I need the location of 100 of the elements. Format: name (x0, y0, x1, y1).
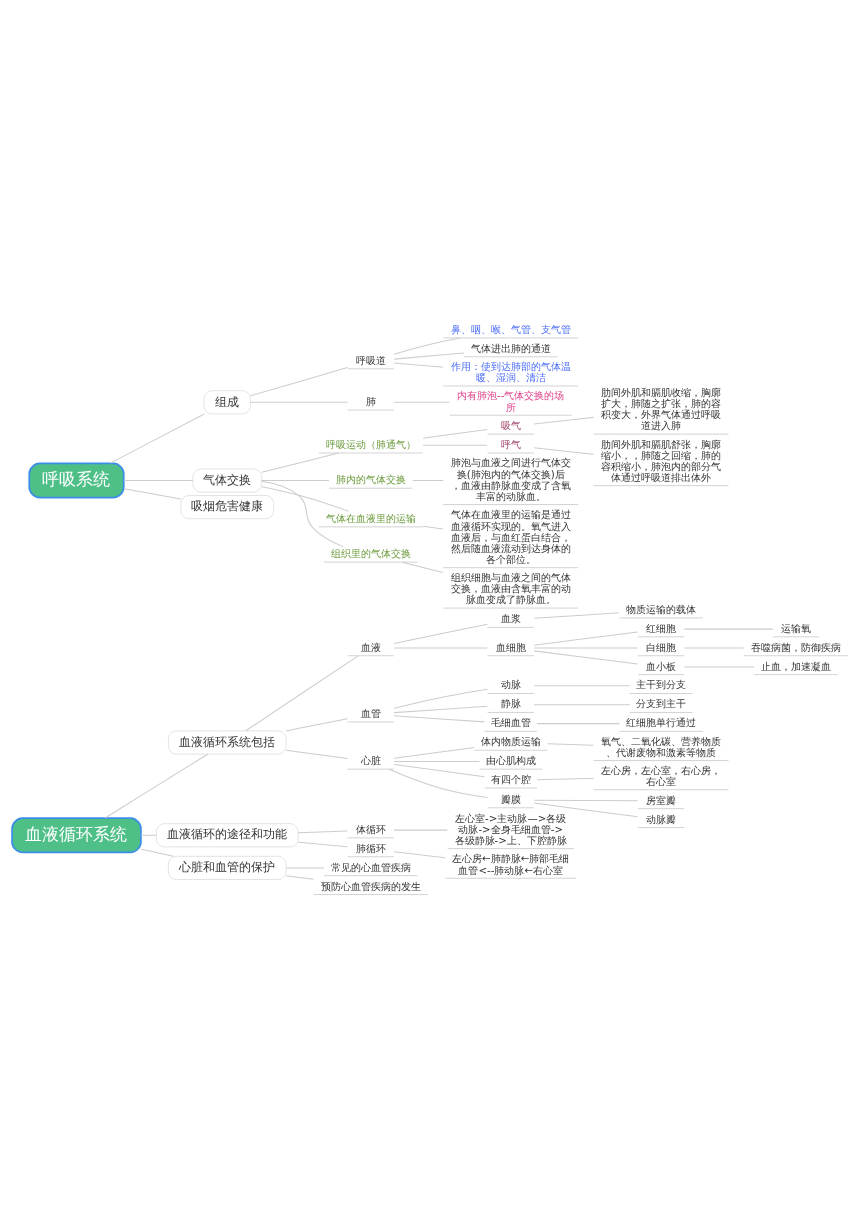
connector (297, 829, 348, 833)
connector (140, 848, 174, 857)
node-text: 气体在血液里的运输是通过血液循环实现的。氧气进入血液后，与血红蛋白结合，然后随血液流动到达身体的各个部位。 (450, 507, 571, 565)
node-box: 组成 (203, 389, 251, 414)
node-text: 体循环 (355, 822, 386, 835)
node-text: 毛细血管 (490, 715, 531, 728)
node-text: 血管 (360, 706, 381, 719)
node-text: 肋间外肌和膈肌收缩，胸廓扩大，肺随之扩张，肺的容积变大，外界气体通过呼吸道进入肺 (601, 385, 722, 431)
connector (393, 688, 488, 709)
connector (393, 763, 485, 777)
connector (422, 525, 444, 529)
node-text: 体内物质运输 (480, 734, 541, 747)
connector (104, 753, 209, 819)
connector (245, 654, 359, 731)
node-text: 肺泡与血液之间进行气体交换(肺泡内的气体交换)后，血液由静脉血变成了含氧丰富的动脉血。 (450, 455, 571, 502)
connector (533, 416, 595, 424)
node-text: 动脉 (500, 677, 521, 690)
node-text: 分支到主干 (636, 696, 687, 709)
node-text: 红细胞单行通过 (626, 715, 697, 728)
node-text: 左心室->主动脉—>各级动脉->全身毛细血管->各级静脉->上、下腔静脉 (454, 811, 567, 846)
connector (393, 850, 446, 858)
node-box: 血液循环的途径和功能 (155, 822, 299, 847)
node-text: 血小板 (646, 659, 677, 672)
connector (285, 749, 348, 759)
node-box: 吸烟危害健康 (180, 494, 275, 519)
connector (261, 480, 344, 547)
node-text: 红细胞 (646, 621, 677, 634)
connector (536, 722, 620, 724)
node-text: 肺循环 (355, 841, 386, 854)
node-text: 血浆 (500, 611, 521, 624)
node-text: 组织细胞与血液之间的气体交换，血液由含氧丰富的动脉血变成了静脉血。 (450, 570, 571, 605)
node-text: 心脏 (360, 753, 381, 766)
node-text: 血液 (360, 640, 381, 653)
connector (393, 352, 465, 360)
connector (393, 829, 448, 831)
node-text: 血细胞 (495, 640, 526, 653)
node-text: 作用：使到达肺部的气体温暖、湿润、清洁 (450, 359, 571, 383)
node-text: 主干到分支 (636, 677, 687, 690)
node-box: 气体交换 (192, 467, 263, 493)
node-text: 肺内的气体交换 (335, 472, 406, 485)
node-text: 左心房←肺静脉←肺部毛细血管<--肺动脉←右心室 (452, 851, 570, 876)
node-text: 氧气、二氧化碳、营养物质、代谢废物和激素等物质 (601, 734, 722, 758)
node-text: 气体进出肺的通道 (470, 341, 551, 354)
connector (533, 446, 595, 455)
connector (261, 479, 330, 481)
connector (123, 479, 194, 481)
connector (140, 834, 157, 836)
node-text: 吸气 (500, 418, 521, 431)
connector (533, 630, 639, 646)
node-text: 常见的心血管疾病 (330, 860, 411, 873)
connector (261, 452, 340, 473)
node-text: 瓣膜 (500, 792, 521, 805)
node-text: 预防心血管疾病的发生 (320, 879, 421, 891)
node-text: 动脉瓣 (646, 811, 677, 824)
node-text: 止血，加速凝血 (760, 659, 831, 672)
connector (422, 428, 488, 439)
node-text: 内有肺泡--气体交换的场所 (457, 388, 565, 413)
connector (533, 802, 639, 817)
connector (393, 760, 480, 762)
connector (261, 485, 350, 512)
node-text: 鼻、咽、喉、气管、支气管 (450, 322, 571, 335)
connector (533, 611, 620, 619)
node-text: 呼气 (500, 437, 521, 450)
node-text: 白细胞 (646, 640, 677, 653)
node-text: 静脉 (500, 696, 521, 709)
connector (401, 561, 444, 573)
connector (393, 336, 461, 355)
connector (393, 714, 485, 722)
node-text: 呼吸运动（肺通气） (325, 437, 416, 450)
connector (393, 746, 475, 759)
connector (422, 444, 488, 446)
connector (684, 628, 774, 630)
connector (547, 742, 594, 746)
node-box: 血液循环系统 (11, 816, 142, 853)
node-text: 运输氧 (780, 621, 811, 634)
connector (388, 768, 488, 798)
connector (393, 623, 488, 644)
connector (393, 705, 488, 713)
connector (393, 401, 450, 403)
node-text: 呼吸道 (355, 353, 386, 366)
node-text: 组织里的气体交换 (330, 546, 411, 559)
connector (297, 841, 348, 847)
node-text: 肋间外肌和膈肌舒张，胸廓缩小，，肺随之回缩，肺的容积缩小，肺泡内的部分气体通过呼吸道排出体外 (601, 437, 722, 483)
connector (536, 777, 594, 780)
connector (393, 362, 444, 368)
connector (533, 684, 631, 686)
connector (285, 874, 314, 880)
connector (109, 412, 205, 464)
node-box: 呼吸系统 (28, 461, 125, 499)
node-text: 肺 (365, 394, 376, 407)
connector (412, 479, 444, 481)
node-text: 物质运输的载体 (626, 602, 697, 615)
node-text: 左心房，左心室，右心房，右心室 (601, 763, 722, 787)
node-text: 吞噬病菌，防御疾病 (750, 640, 841, 653)
connector (533, 649, 639, 665)
node-text: 房室瓣 (646, 793, 677, 806)
node-box: 血液循环系统包括 (168, 730, 287, 755)
connector (250, 401, 349, 403)
connector (250, 366, 349, 396)
node-text: 气体在血液里的运输 (325, 511, 416, 524)
